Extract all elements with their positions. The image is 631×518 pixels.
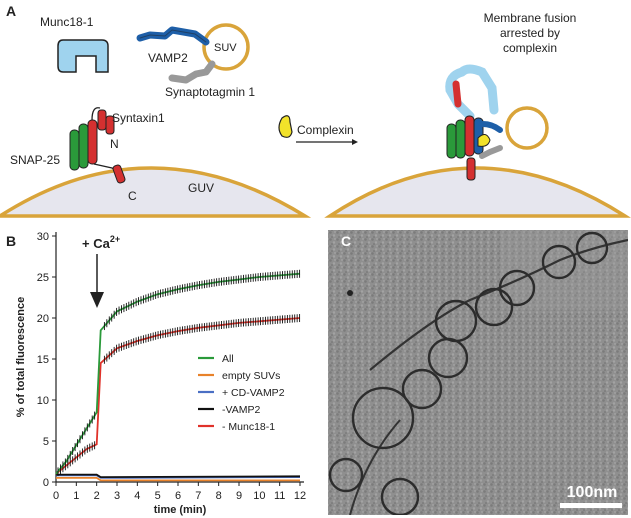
x-tick-label: 11 [274,490,285,502]
munc18-protein [57,39,109,73]
series--munc18-1 [55,314,301,477]
vamp2-label: VAMP2 [148,51,188,65]
c-terminus-label: C [128,189,137,203]
x-tick-label: 0 [53,490,59,502]
series-all [55,269,301,476]
guv-membrane-left [0,166,312,218]
x-tick-label: 9 [236,490,242,502]
x-tick-label: 10 [253,490,265,502]
vamp2-protein [136,26,210,46]
snap25-helix-1 [69,129,80,171]
x-tick-label: 2 [94,490,100,502]
series-line [55,317,301,475]
scale-bar [560,503,622,508]
x-tick-label: 4 [134,490,140,502]
y-axis-label: % of total fluorescence [15,297,27,417]
munc18-label: Munc18-1 [40,15,94,29]
synaptotagmin-label: Synaptotagmin 1 [165,85,255,99]
series-empty-suvs [56,477,300,482]
x-tick-label: 8 [216,490,222,502]
panel-c-label: C [341,233,351,249]
panel-b-label: B [6,233,16,249]
syntaxin-label: Syntaxin1 [112,111,165,125]
x-tick-label: 7 [195,490,201,502]
x-tick-label: 3 [114,490,120,502]
y-tick-label: 5 [43,436,49,448]
complexin-protein [278,115,293,138]
suv-vesicle-docked [505,106,549,150]
y-tick-label: 25 [37,272,49,284]
x-tick-label: 5 [155,490,161,502]
y-tick-label: 30 [37,231,49,243]
syntaxin-tmd [112,164,126,184]
legend-label: empty SUVs [222,370,280,382]
cryo-em-micrograph [328,230,628,515]
x-axis-label: time (min) [154,504,207,516]
legend-label: -VAMP2 [222,404,260,416]
series-line [56,477,300,482]
synaptotagmin-protein [168,60,216,84]
x-tick-label: 1 [73,490,79,502]
arrest-caption-line2: arrested by [500,26,560,40]
syntaxin-habc [97,109,107,131]
y-tick-label: 20 [37,313,49,325]
series--vamp2 [56,473,301,479]
arrest-caption-line3: complexin [503,41,557,55]
syntaxin-helix [87,119,98,165]
panel-a-label: A [6,3,16,19]
x-tick-label: 12 [294,490,306,502]
y-tick-label: 15 [37,354,49,366]
arrest-caption-line1: Membrane fusion [484,11,577,25]
guv-membrane-right [324,166,631,218]
scale-bar-label: 100nm [567,484,618,501]
x-tick-label: 6 [175,490,181,502]
series-line [55,272,301,475]
snap25-helix-2 [78,123,89,169]
legend-label: All [222,353,234,365]
legend-label: + CD-VAMP2 [222,387,285,399]
suv-label: SUV [214,42,237,54]
guv-label: GUV [188,181,214,195]
snap25-label: SNAP-25 [10,153,60,167]
series-line [56,473,301,479]
calcium-annotation: + Ca2+ [82,234,120,251]
suv-vesicle [202,23,250,71]
complexin-label: Complexin [297,123,354,137]
y-tick-label: 0 [43,477,49,489]
y-tick-label: 10 [37,395,49,407]
legend-label: - Munc18-1 [222,421,275,433]
n-terminus-label: N [110,137,119,151]
